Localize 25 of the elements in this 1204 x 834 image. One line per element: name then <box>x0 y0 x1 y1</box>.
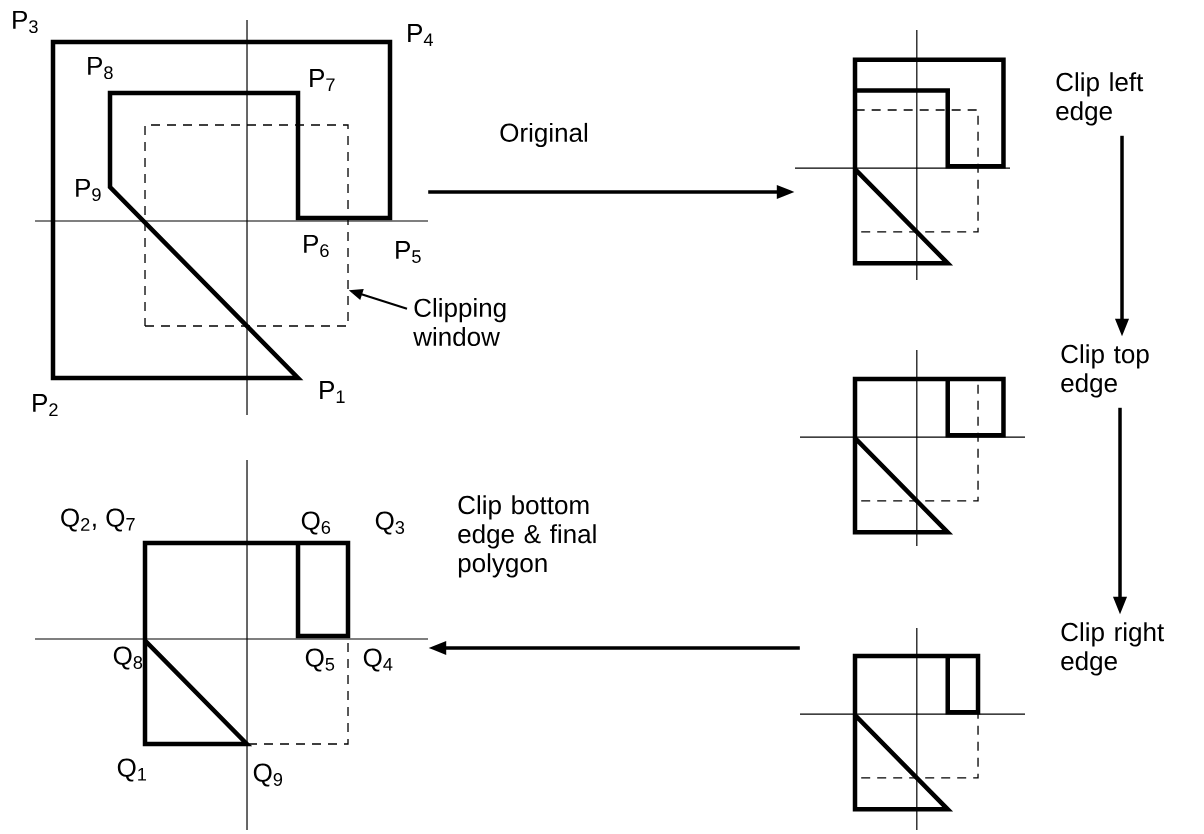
vertex-label: P$_{2}$ <box>33 394 58 416</box>
step-caption: Clip right edge <box>1061 622 1164 676</box>
edge-label: Clip bottom edge & final polygon <box>458 495 596 578</box>
vertex-label: Q$_{5}$ <box>305 648 335 672</box>
callout-text: Clipping window <box>413 297 506 347</box>
vertex-label: P$_{1}$ <box>320 381 345 403</box>
edge-label: Original <box>500 122 588 148</box>
step-caption: Clip top edge <box>1061 344 1149 398</box>
vertex-label: Q$_{2}$, Q$_{7}$ <box>61 508 135 532</box>
polygon-drawing <box>34 459 429 831</box>
vertex-label: P$_{4}$ <box>408 24 433 46</box>
vertex-label: Q$_{8}$ <box>113 646 143 670</box>
vertex-label: P$_{6}$ <box>304 234 329 258</box>
vertex-label: Q$_{1}$ <box>117 758 147 782</box>
step-caption: Clip left edge <box>1056 72 1144 126</box>
clipping-window-rectangle <box>144 124 349 327</box>
vertex-label: P$_{8}$ <box>88 56 113 80</box>
vertex-label: P$_{5}$ <box>396 241 421 263</box>
vertex-label: P$_{9}$ <box>76 178 101 202</box>
vertex-label: Q$_{9}$ <box>253 763 283 787</box>
vertex-label: Q$_{4}$ <box>363 648 393 672</box>
vertex-label: P$_{7}$ <box>310 69 335 91</box>
vertex-label: Q$_{3}$ <box>375 511 405 535</box>
vertex-label: P$_{3}$ <box>13 10 38 34</box>
vertex-label: Q$_{6}$ <box>301 511 331 535</box>
